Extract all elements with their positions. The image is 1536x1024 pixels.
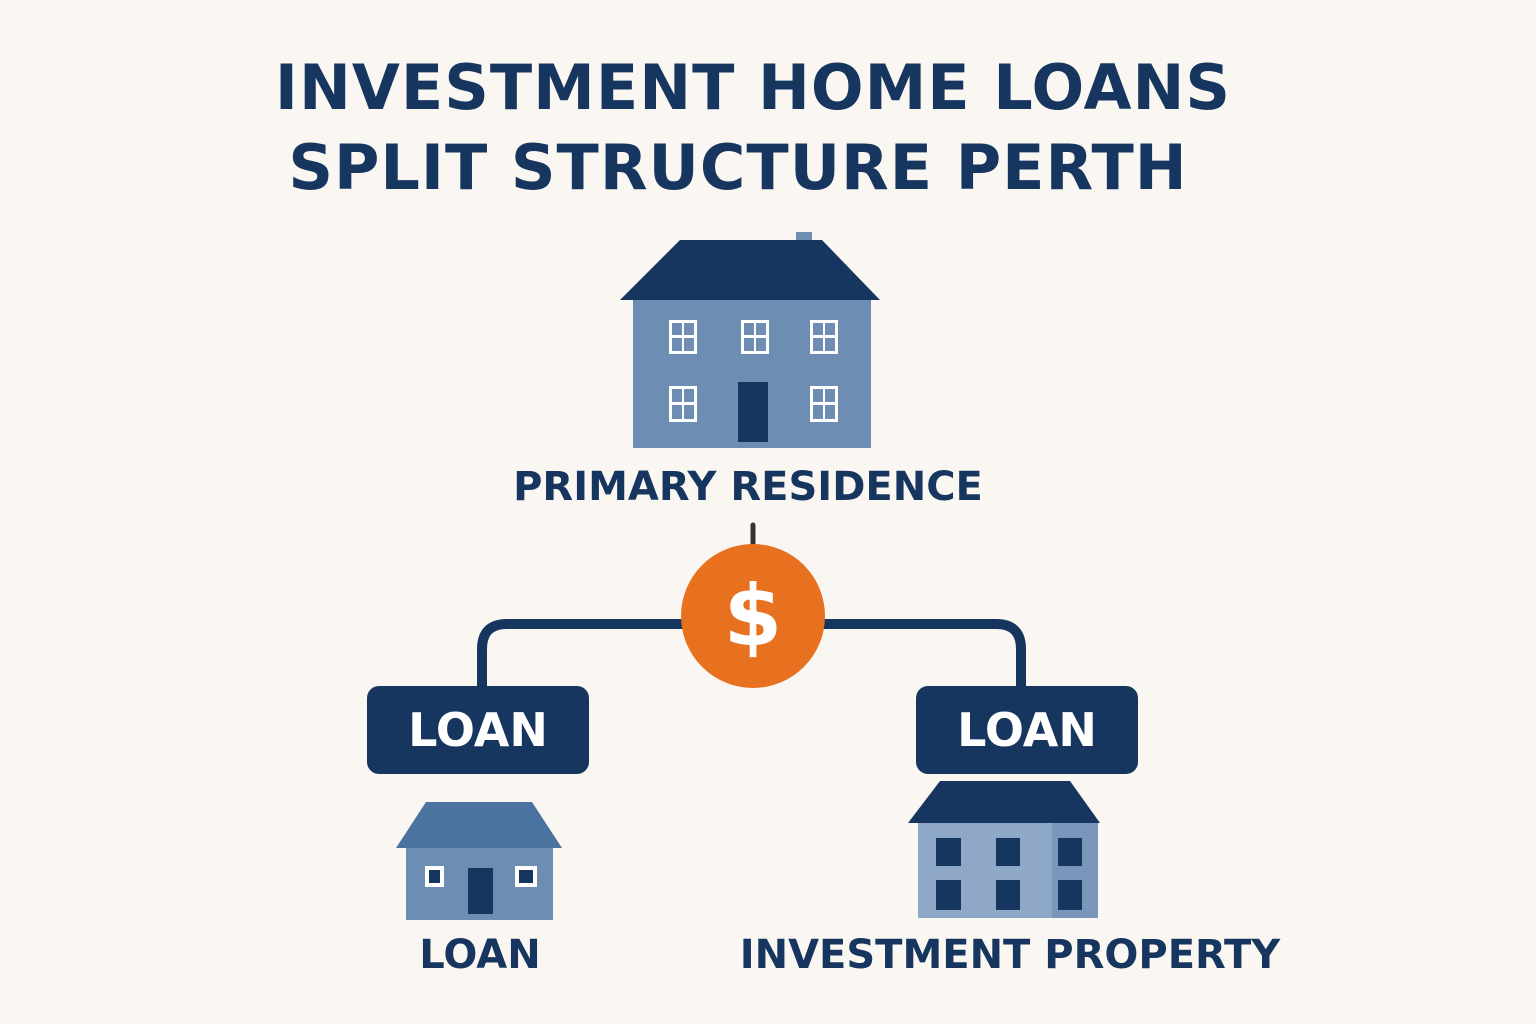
left-loan-box: LOAN (367, 686, 589, 774)
connector-lines (477, 522, 1026, 690)
page-title: INVESTMENT HOME LOANS SPLIT STRUCTURE PE… (0, 48, 1536, 208)
connector-right (820, 619, 1026, 690)
small-house-icon (396, 802, 562, 920)
primary-residence-label: PRIMARY RESIDENCE (513, 464, 983, 510)
large-house-icon (620, 232, 880, 448)
dollar-coin-icon: $ (681, 544, 825, 688)
right-loan-box: LOAN (916, 686, 1138, 774)
title-line-2: SPLIT STRUCTURE PERTH (288, 131, 1188, 204)
title-line-1: INVESTMENT HOME LOANS (274, 51, 1232, 124)
connector-left (477, 619, 686, 690)
investment-property-label: INVESTMENT PROPERTY (739, 932, 1281, 978)
left-house-label: LOAN (419, 932, 541, 978)
investment-house-icon (908, 781, 1100, 918)
